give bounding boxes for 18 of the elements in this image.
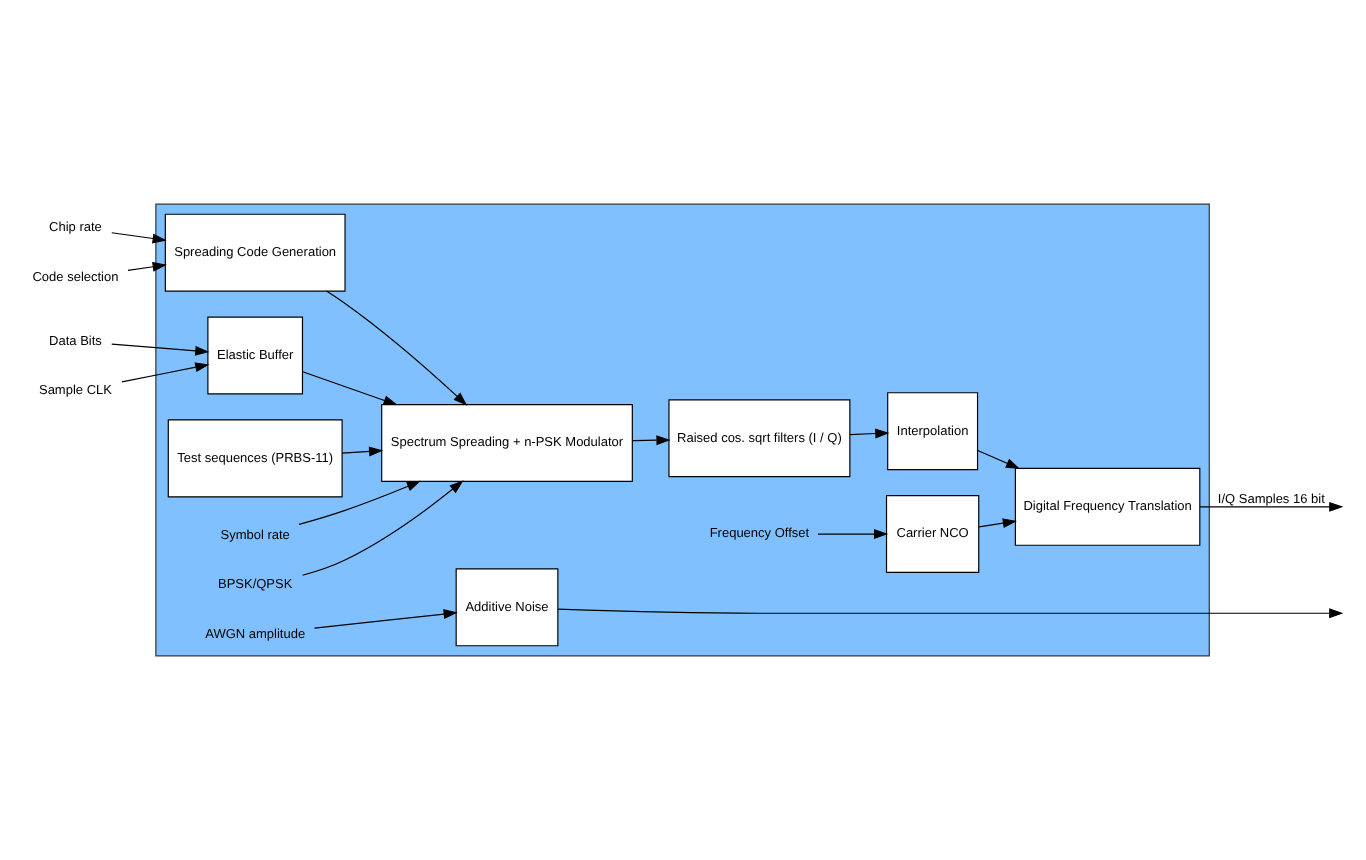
arrow — [978, 518, 1017, 529]
arrow — [849, 428, 890, 439]
arrow — [1199, 501, 1344, 512]
arrow — [302, 480, 464, 576]
arrow — [631, 435, 671, 446]
arrow — [111, 232, 167, 244]
arrow — [127, 261, 167, 272]
arrow — [977, 449, 1021, 469]
arrow — [111, 343, 210, 356]
arrow — [557, 608, 1344, 619]
arrow — [121, 362, 210, 383]
arrow — [341, 446, 384, 457]
arrow — [302, 371, 398, 406]
arrow — [298, 480, 422, 525]
arrow — [313, 609, 458, 629]
arrow — [817, 529, 889, 539]
arrow — [325, 290, 468, 406]
cluster — [155, 203, 1210, 657]
